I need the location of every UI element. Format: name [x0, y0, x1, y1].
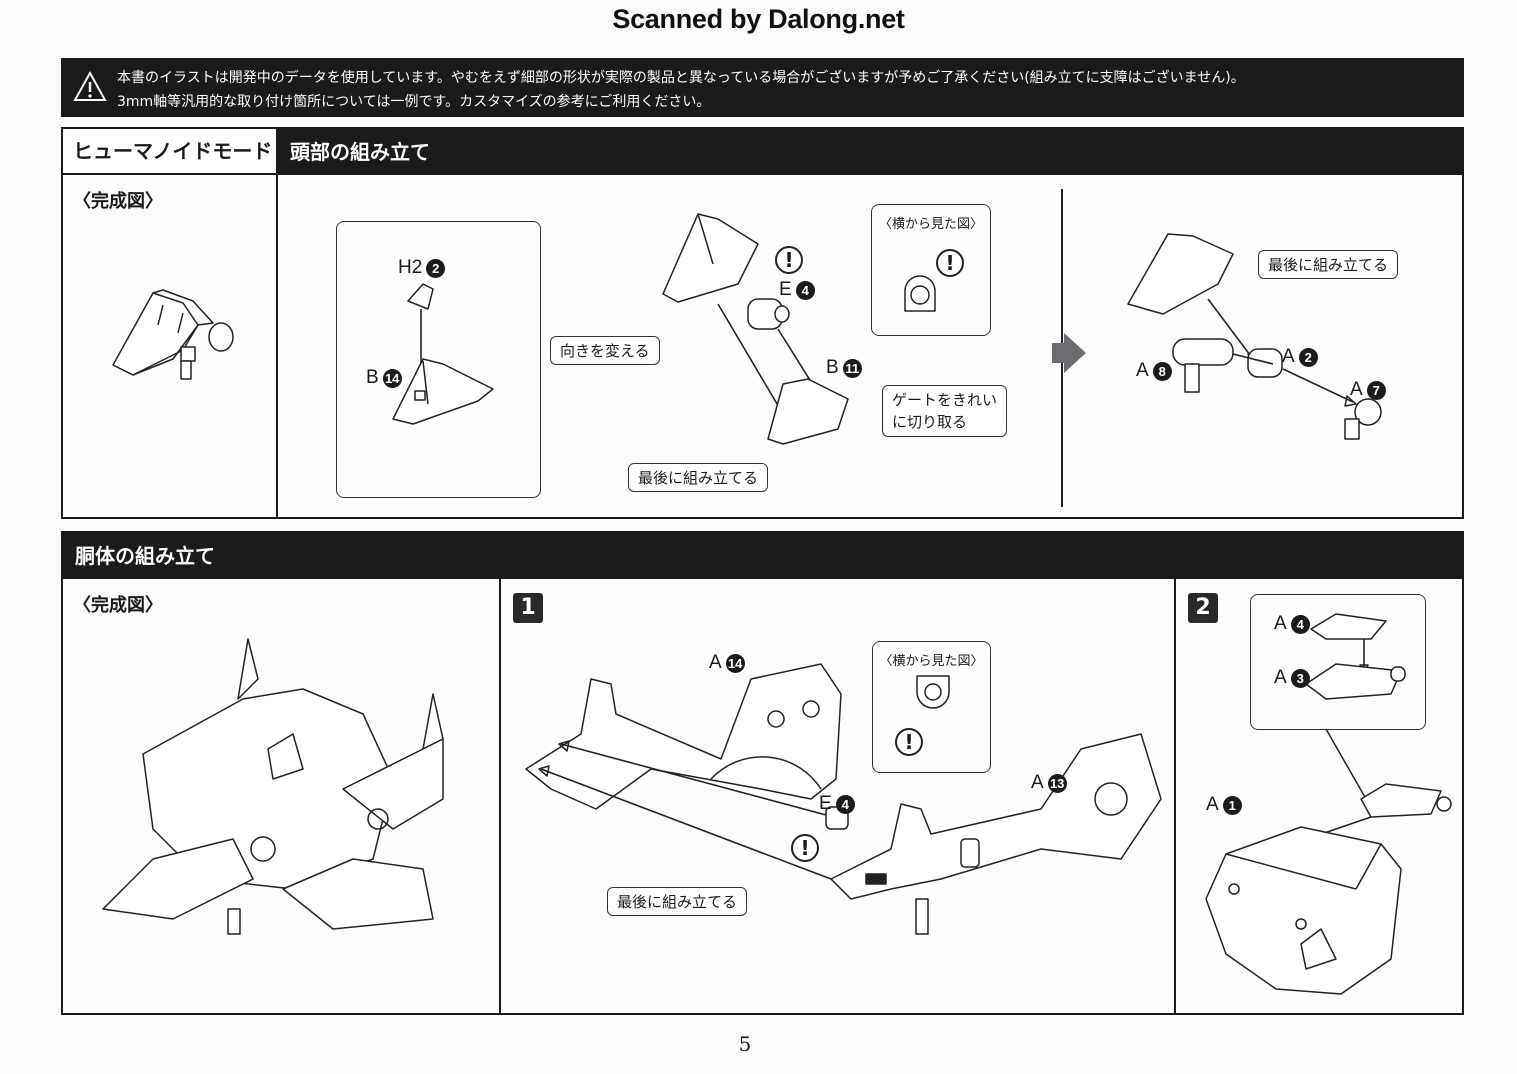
part-label-a-13: A 13: [1031, 772, 1067, 794]
part-number-badge: 4: [1290, 614, 1310, 634]
part-label-a-1: A 1: [1206, 794, 1242, 816]
callout-assemble-last: 最後に組み立てる: [628, 463, 769, 492]
step2-panel: 2 A 4 A 3 A 1: [1176, 579, 1464, 1013]
side-view-title: 〈横から見た図〉: [879, 654, 984, 669]
part-label-h2-2: H2 2: [398, 257, 446, 279]
side-view-title: 〈横から見た図〉: [878, 217, 983, 232]
caution-icon: !: [895, 728, 923, 756]
completed-label: 〈完成図〉: [73, 191, 163, 212]
warning-triangle-icon: [73, 70, 107, 101]
body-completed-illustration: [102, 638, 444, 935]
part-label-a-3: A 3: [1274, 667, 1310, 689]
part-number-badge: 11: [842, 358, 862, 378]
part-number-badge: 2: [426, 258, 446, 278]
callout-assemble-last-body: 最後に組み立てる: [607, 887, 748, 916]
part-number-badge: 14: [725, 653, 745, 673]
callout-trim-gate: ゲートをきれい に切り取る: [882, 385, 1008, 437]
scan-watermark: Scanned by Dalong.net: [612, 4, 905, 34]
part-number-badge: 3: [1290, 668, 1310, 688]
side-view-illustration: [916, 675, 950, 709]
step1-illustration: [525, 663, 1162, 935]
part-number-badge: 1: [1222, 795, 1242, 815]
completed-view-panel: 〈完成図〉: [63, 175, 278, 517]
next-step-arrow-icon: [1052, 333, 1086, 373]
part-label-a-7: A 7: [1350, 379, 1386, 401]
caution-icon: !: [791, 834, 819, 862]
part-label-b-11: B 11: [826, 357, 862, 379]
callout-assemble-last-c: 最後に組み立てる: [1258, 250, 1399, 279]
callout-change-orientation: 向きを変える: [550, 336, 660, 365]
step1-panel: 1 A 14 E 4 A 13 !: [501, 579, 1176, 1013]
page-number: 5: [738, 1032, 752, 1056]
part-number-badge: 13: [1047, 773, 1067, 793]
part-label-a-8: A 8: [1136, 360, 1172, 382]
part-number-badge: 7: [1366, 380, 1386, 400]
step-number-1: 1: [513, 593, 543, 623]
side-view-illustration: [904, 275, 936, 312]
completed-view-panel-body: 〈完成図〉: [63, 579, 501, 1013]
part-number-badge: 4: [835, 794, 855, 814]
step-a-illustration: [392, 283, 494, 425]
step2-detail-illustration: [1305, 613, 1406, 700]
part-label-e-4-body: E 4: [819, 793, 855, 815]
side-view-frame-body: 〈横から見た図〉 !: [872, 641, 991, 773]
completed-label: 〈完成図〉: [73, 595, 163, 616]
body-assembly-section: 胴体の組み立て 〈完成図〉 1: [61, 531, 1464, 1015]
part-number-badge: 8: [1152, 361, 1172, 381]
part-number-badge: 14: [382, 368, 402, 388]
part-number-badge: 2: [1298, 347, 1318, 367]
part-label-e-4: E 4: [779, 279, 815, 301]
section-title-body: 胴体の組み立て: [63, 533, 1462, 579]
part-label-a-4: A 4: [1274, 613, 1310, 635]
step-number-2: 2: [1188, 593, 1218, 623]
part-number-badge: 4: [795, 280, 815, 300]
part-label-a-2: A 2: [1282, 346, 1318, 368]
caution-icon: !: [775, 246, 803, 274]
step-c-illustration: [1127, 233, 1382, 440]
part-label-a-14: A 14: [709, 652, 745, 674]
head-assembly-section: ヒューマノイドモード 頭部の組み立て 〈完成図〉 H2 2 B 14 向きを変え…: [61, 127, 1464, 519]
notice-line-2: 3mm軸等汎用的な取り付け箇所については一例です。カスタマイズの参考にご利用くだ…: [117, 94, 711, 110]
side-view-frame: 〈横から見た図〉 !: [871, 204, 991, 336]
caution-icon: !: [936, 249, 964, 277]
step-b-illustration: [662, 213, 849, 445]
head-completed-illustration: [112, 289, 234, 380]
part-label-b-14: B 14: [366, 367, 402, 389]
section-title-head: 頭部の組み立て: [278, 129, 1462, 175]
mode-tab: ヒューマノイドモード: [63, 129, 278, 175]
notice-line-1: 本書のイラストは開発中のデータを使用しています。やむをえず細部の形状が実際の製品…: [117, 70, 1245, 86]
notice-bar: 本書のイラストは開発中のデータを使用しています。やむをえず細部の形状が実際の製品…: [61, 58, 1464, 117]
step2-illustration: [1205, 728, 1452, 995]
